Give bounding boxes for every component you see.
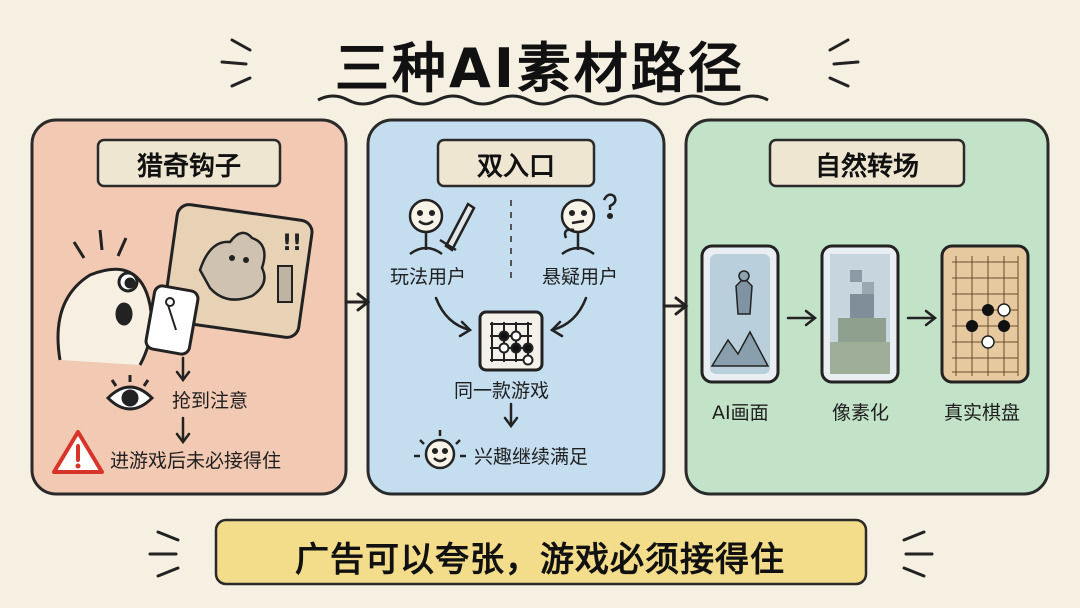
title-sparkle-right-icon <box>828 38 860 88</box>
arrow-icon <box>434 296 588 429</box>
banner-text: 广告可以夸张，游戏必须接得住 <box>295 540 785 580</box>
bottom-banner <box>214 518 868 586</box>
label-not-caught: 进游戏后未必接得住 <box>110 450 282 472</box>
surprised-face-icon <box>56 229 154 366</box>
pixel-card-icon <box>820 244 900 384</box>
title-sparkle-left-icon <box>220 38 252 88</box>
panel-title-transition: 自然转场 <box>814 152 919 182</box>
puzzled-player-icon <box>560 193 617 256</box>
panel-title-tape-2 <box>436 138 596 188</box>
title-underline <box>317 94 769 106</box>
smiling-sun-icon <box>414 430 466 470</box>
sword-icon <box>439 202 476 252</box>
label-mystery-users: 悬疑用户 <box>542 266 619 288</box>
go-board-icon <box>478 310 544 372</box>
banner-sparkle-left-icon <box>148 530 180 578</box>
page-title: 三种AI素材路径 <box>335 37 745 100</box>
arrow-icon <box>786 309 938 327</box>
panel-title-hook: 猎奇钩子 <box>136 152 241 182</box>
warning-icon <box>52 430 104 474</box>
ai-card-icon <box>700 244 780 384</box>
svg-text:!!: !! <box>282 231 302 256</box>
label-ai-image: AI画面 <box>712 402 769 424</box>
happy-player-icon <box>408 198 444 256</box>
panel-title-tape-1 <box>96 138 282 188</box>
label-real-board: 真实棋盘 <box>944 402 1021 424</box>
arrow-icon <box>662 296 689 316</box>
phone-icon <box>144 284 200 356</box>
go-card-icon <box>940 244 1030 384</box>
eye-icon <box>105 375 155 411</box>
arrow-icon <box>344 292 371 312</box>
label-grab-attention: 抢到注意 <box>172 390 249 412</box>
panel-title-tape-3 <box>768 138 966 188</box>
monster-screen-icon: !! <box>162 203 314 339</box>
label-gameplay-users: 玩法用户 <box>390 266 467 288</box>
panel-title-dual-entry: 双入口 <box>476 152 555 182</box>
label-pixelate: 像素化 <box>832 402 890 424</box>
label-same-game: 同一款游戏 <box>454 380 550 402</box>
label-interest-satisfied: 兴趣继续满足 <box>474 446 589 468</box>
banner-sparkle-right-icon <box>902 530 934 578</box>
arrow-icon <box>175 356 191 445</box>
